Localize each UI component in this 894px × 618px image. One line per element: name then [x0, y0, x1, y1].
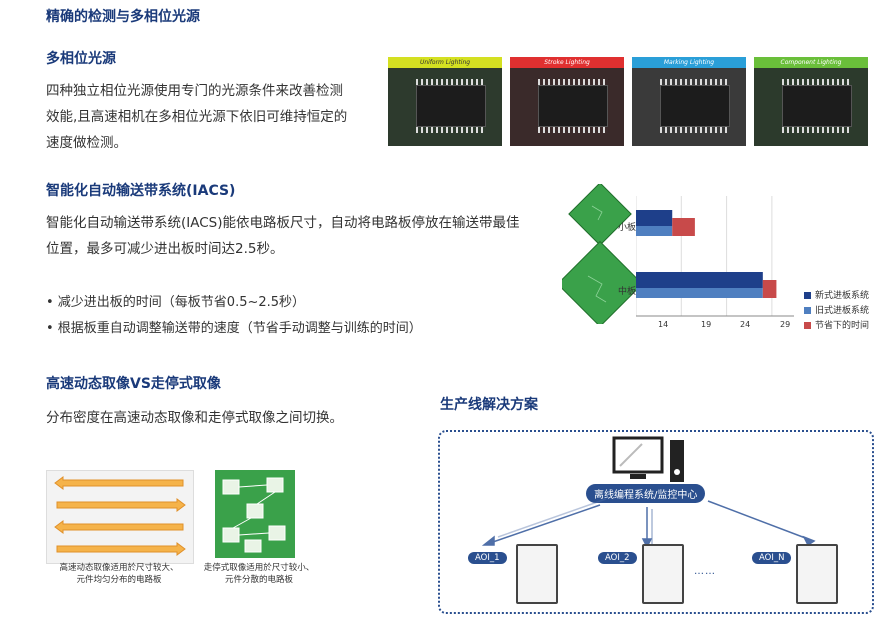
connection-arrows — [481, 498, 816, 549]
x-tick-label: 14 — [658, 320, 669, 329]
pcb-image-stroke: Stroke Lighting — [510, 57, 624, 146]
legend-item: 新式进板系统 — [804, 288, 869, 301]
legend-label: 新式进板系统 — [815, 291, 870, 301]
legend-item: 旧式进板系统 — [804, 303, 869, 316]
aoi-machine — [796, 544, 838, 604]
x-tick-label: 19 — [701, 320, 712, 329]
caption-line: 元件分散的电路板 — [224, 575, 293, 585]
main-title: 精确的检测与多相位光源 — [46, 9, 200, 25]
section2-body-line: 位置，最多可减少进出板时间达2.5秒。 — [46, 241, 284, 257]
bar-old — [636, 288, 763, 298]
bar-old — [636, 226, 673, 236]
bullet-item: • 减少进出板的时间（每板节省0.5~2.5秒） — [46, 295, 306, 310]
lighting-label: Uniform Lighting — [388, 57, 502, 68]
x-tick-label: 29 — [780, 320, 791, 329]
aoi-machine — [516, 544, 558, 604]
iacs-chart — [635, 196, 794, 320]
section2-body: 智能化自动输送带系统(IACS)能依电路板尺寸，自动将电路板停放在输送带最佳 位… — [46, 210, 556, 262]
caption-line: 走停式取像适用於尺寸较小、 — [203, 563, 315, 573]
section1-heading: 多相位光源 — [46, 51, 116, 67]
aoi-label: AOI_N — [752, 552, 792, 564]
pcb-boards-illustration — [562, 184, 642, 324]
bar-saved — [762, 280, 777, 298]
legend-label: 旧式进板系统 — [815, 306, 870, 316]
aoi-label: AOI_1 — [468, 552, 507, 564]
lighting-label: Component Lighting — [754, 57, 868, 68]
center-label: 离线编程系统/监控中心 — [586, 484, 706, 503]
section1-body: 四种独立相位光源使用专门的光源条件来改善检测 效能,且高速相机在多相位光源下依旧… — [46, 78, 386, 156]
category-label: 中板 — [618, 287, 637, 297]
computer-icon — [612, 436, 684, 482]
section3-heading: 高速动态取像VS走停式取像 — [46, 376, 221, 392]
lighting-label: Stroke Lighting — [510, 57, 624, 68]
section2-body-line: 智能化自动输送带系统(IACS)能依电路板尺寸，自动将电路板停放在输送带最佳 — [46, 215, 520, 231]
section1-body-line: 速度做检测。 — [46, 135, 127, 151]
pcb-image-marking: Marking Lighting — [632, 57, 746, 146]
aoi-label: AOI_2 — [598, 552, 637, 564]
legend-label: 节省下的时间 — [815, 321, 870, 331]
caption-line: 高速动态取像适用於尺寸较大、 — [59, 563, 179, 573]
caption-line: 元件均匀分布的电路板 — [76, 575, 162, 585]
aoi-machine — [642, 544, 684, 604]
caption-dynamic: 高速动态取像适用於尺寸较大、 元件均匀分布的电路板 — [46, 562, 192, 586]
x-tick-label: 24 — [740, 320, 751, 329]
lighting-label: Marking Lighting — [632, 57, 746, 68]
section2-heading: 智能化自动输送带系统(IACS) — [46, 183, 236, 199]
pcb-image-component: Component Lighting — [754, 57, 868, 146]
pcb-image-uniform: Uniform Lighting — [388, 57, 502, 146]
section4-heading: 生产线解决方案 — [440, 397, 538, 413]
bar-new — [636, 210, 673, 226]
bullet-item: • 根据板重自动调整输送带的速度（节省手动调整与训练的时间） — [46, 321, 422, 336]
bar-saved — [672, 218, 695, 236]
production-line-diagram — [438, 430, 874, 614]
dynamic-scan-illustration — [46, 470, 194, 564]
section1-body-line: 效能,且高速相机在多相位光源下依旧可维持恒定的 — [46, 109, 348, 125]
section1-body-line: 四种独立相位光源使用专门的光源条件来改善检测 — [46, 83, 343, 99]
section3-body: 分布密度在高速动态取像和走停式取像之间切换。 — [46, 410, 343, 426]
ellipsis-dots: …… — [694, 566, 716, 577]
legend-item: 节省下的时间 — [804, 318, 869, 331]
stop-go-illustration — [215, 470, 295, 558]
caption-stop-go: 走停式取像适用於尺寸较小、 元件分散的电路板 — [198, 562, 320, 586]
category-label: 小板 — [618, 223, 637, 233]
chart-svg — [635, 196, 794, 317]
bar-new — [636, 272, 763, 288]
